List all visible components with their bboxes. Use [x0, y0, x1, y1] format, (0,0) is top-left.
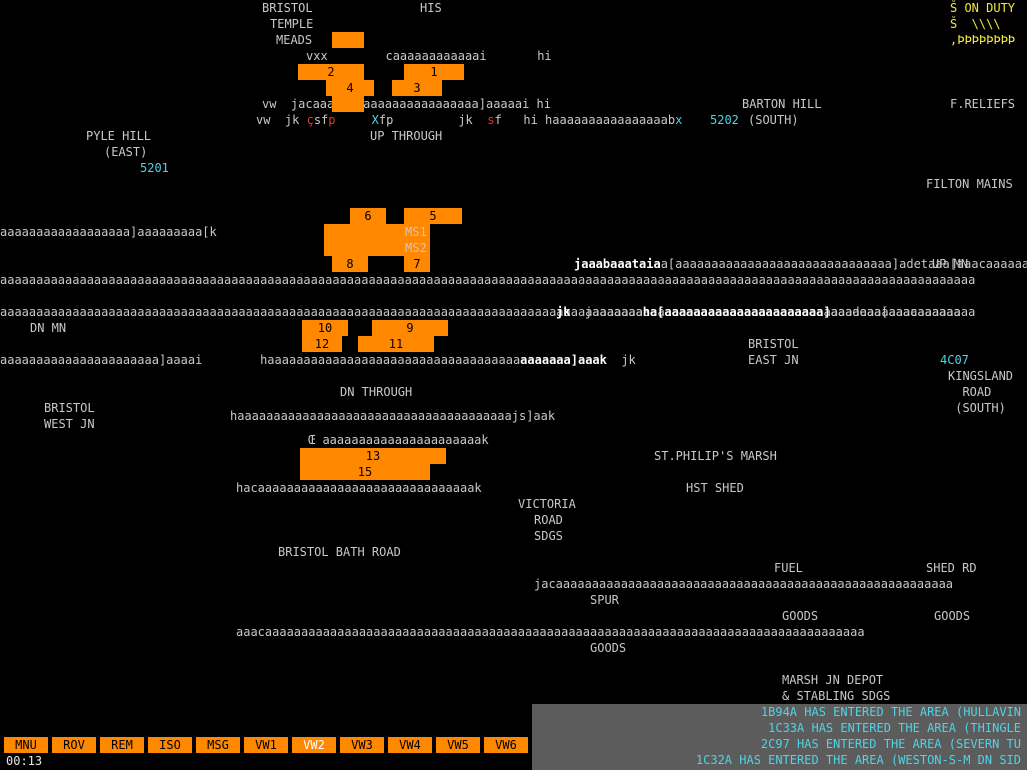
label-pyle-hill: PYLE HILL	[86, 129, 152, 143]
route-block[interactable]	[332, 96, 364, 112]
track-segment: vw jk çsfp Xfp jk sf hi haaaaaaaaaaaaaaa…	[256, 113, 683, 127]
on-duty-underline: ,ÞÞÞÞÞÞÞÞ	[950, 33, 1016, 47]
label-south: (SOUTH)	[748, 113, 799, 127]
label-spur: SPUR	[590, 593, 619, 607]
route-block[interactable]	[324, 224, 430, 256]
menu-button-mnu[interactable]: MNU	[4, 737, 48, 753]
label-st-philips-marsh: ST.PHILIP'S MARSH	[654, 449, 777, 463]
label-stabling-sdgs: & STABLING SDGS	[782, 689, 891, 703]
message-line: 1C32A HAS ENTERED THE AREA (WESTON-S-M D…	[695, 753, 1021, 767]
signal-13[interactable]: 13	[300, 448, 446, 464]
label-hst-shed: HST SHED	[686, 481, 744, 495]
track-segment: jk jaaaaaaaha[aaaaaaaaaaaaaaaaaaaaaa]aaa…	[556, 305, 961, 319]
label-temple: TEMPLE	[270, 17, 314, 31]
menu-button-rov[interactable]: ROV	[52, 737, 96, 753]
berth-5202[interactable]: 5202	[710, 113, 739, 127]
label-f-reliefs: F.RELIEFS	[950, 97, 1016, 111]
label-ms2: MS2	[405, 241, 427, 255]
track-segment: vw jacaaaaaaaaaaaaaaaaaaaaaaa]aaaaai hi	[262, 97, 551, 111]
label-victoria: VICTORIA	[518, 497, 576, 511]
track-segment: hacaaaaaaaaaaaaaaaaaaaaaaaaaaaaaak	[236, 481, 482, 495]
label-road: ROAD	[534, 513, 563, 527]
signal-9[interactable]: 9	[372, 320, 448, 336]
menu-bar: MNU ROV REM ISO MSG VW1 VW2 VW3 VW4 VW5 …	[4, 737, 532, 753]
berth-4c07[interactable]: 4C07	[940, 353, 969, 367]
route-block[interactable]	[332, 32, 364, 48]
label-up-through: UP THROUGH	[370, 129, 443, 143]
berth-5201[interactable]: 5201	[140, 161, 169, 175]
signal-6[interactable]: 6	[350, 208, 386, 224]
signal-8[interactable]: 8	[332, 256, 368, 272]
menu-button-vw2[interactable]: VW2	[292, 737, 336, 753]
track-segment: aaaaaaaaaaaaaaaaaaaaaaaaaaaaaaaaaaaaaaaa…	[0, 305, 976, 319]
menu-button-vw1[interactable]: VW1	[244, 737, 288, 753]
label-meads: MEADS	[276, 33, 313, 47]
label-his: HIS	[420, 1, 442, 15]
label-filton-mains: FILTON MAINS	[926, 177, 1013, 191]
label-east: (EAST)	[104, 145, 148, 159]
menu-button-iso[interactable]: ISO	[148, 737, 192, 753]
menu-button-vw4[interactable]: VW4	[388, 737, 432, 753]
label-dn-mn: DN MN	[30, 321, 67, 335]
signal-11[interactable]: 11	[358, 336, 434, 352]
clock: 00:13	[6, 754, 43, 768]
label-fuel: FUEL	[774, 561, 803, 575]
label-sdgs: SDGS	[534, 529, 563, 543]
menu-button-rem[interactable]: REM	[100, 737, 144, 753]
label-ms1: MS1	[405, 225, 427, 239]
signal-7[interactable]: 7	[404, 256, 430, 272]
label-bristol-bath-road: BRISTOL BATH ROAD	[278, 545, 401, 559]
menu-button-vw3[interactable]: VW3	[340, 737, 384, 753]
label-dn-through: DN THROUGH	[340, 385, 413, 399]
signal-4[interactable]: 4	[326, 80, 374, 96]
label-kingsland-road: KINGSLAND ROAD (SOUTH)	[948, 369, 1014, 415]
track-segment: aaaaaaaaaaaaaaaaaa]aaaaaaaaa[k	[0, 225, 217, 239]
message-line: 1B94A HAS ENTERED THE AREA (HULLAVIN	[760, 705, 1021, 719]
label-goods-2: GOODS	[934, 609, 971, 623]
signal-2[interactable]: 2	[298, 64, 364, 80]
track-segment: aaaaaaaaaaaaaaaaaaaaaaaaaaaaaaaaaaaaaaaa…	[0, 273, 976, 287]
label-goods-1: GOODS	[782, 609, 819, 623]
label-shed-rd: SHED RD	[926, 561, 977, 575]
label-bristol-east-jn: BRISTOL EAST JN	[748, 337, 799, 367]
signal-3[interactable]: 3	[392, 80, 442, 96]
label-barton-hill: BARTON HILL	[742, 97, 822, 111]
signal-1[interactable]: 1	[404, 64, 464, 80]
label-goods-3: GOODS	[590, 641, 627, 655]
on-duty-indicator: Š ON DUTY	[950, 1, 1016, 15]
track-segment: Œ aaaaaaaaaaaaaaaaaaaaaak	[308, 433, 489, 447]
label-up-mn: UP MN	[932, 257, 969, 271]
track-segment: jacaaaaaaaaaaaaaaaaaaaaaaaaaaaaaaaaaaaaa…	[534, 577, 954, 591]
track-segment: aaacaaaaaaaaaaaaaaaaaaaaaaaaaaaaaaaaaaaa…	[236, 625, 865, 639]
label-bristol: BRISTOL	[262, 1, 313, 15]
message-line: 1C33A HAS ENTERED THE AREA (THINGLE	[768, 721, 1021, 735]
message-panel[interactable]: 1B94A HAS ENTERED THE AREA (HULLAVIN 1C3…	[532, 704, 1027, 770]
track-segment: aaaaaaaaaaaaaaaaaaaaaa]aaaai haaaaaaaaaa…	[0, 353, 636, 367]
signal-5[interactable]: 5	[404, 208, 462, 224]
label-bristol-west-jn: BRISTOL WEST JN	[44, 401, 95, 431]
track-segment: jaaabaaataiaa[aaaaaaaaaaaaaaaaaaaaaaaaaa…	[574, 257, 1027, 271]
menu-button-vw6[interactable]: VW6	[484, 737, 528, 753]
label-marsh-jn-depot: MARSH JN DEPOT	[782, 673, 884, 687]
track-segment: vxx caaaaaaaaaaaai hi	[306, 49, 552, 63]
signal-12[interactable]: 12	[302, 336, 342, 352]
menu-button-msg[interactable]: MSG	[196, 737, 240, 753]
menu-button-vw5[interactable]: VW5	[436, 737, 480, 753]
on-duty-decoration: Š \\\\	[950, 17, 1001, 31]
signal-10[interactable]: 10	[302, 320, 348, 336]
message-line: 2C97 HAS ENTERED THE AREA (SEVERN TU	[760, 737, 1021, 751]
signal-15[interactable]: 15	[300, 464, 430, 480]
track-segment: haaaaaaaaaaaaaaaaaaaaaaaaaaaaaaaaaaaaaaj…	[230, 409, 556, 423]
